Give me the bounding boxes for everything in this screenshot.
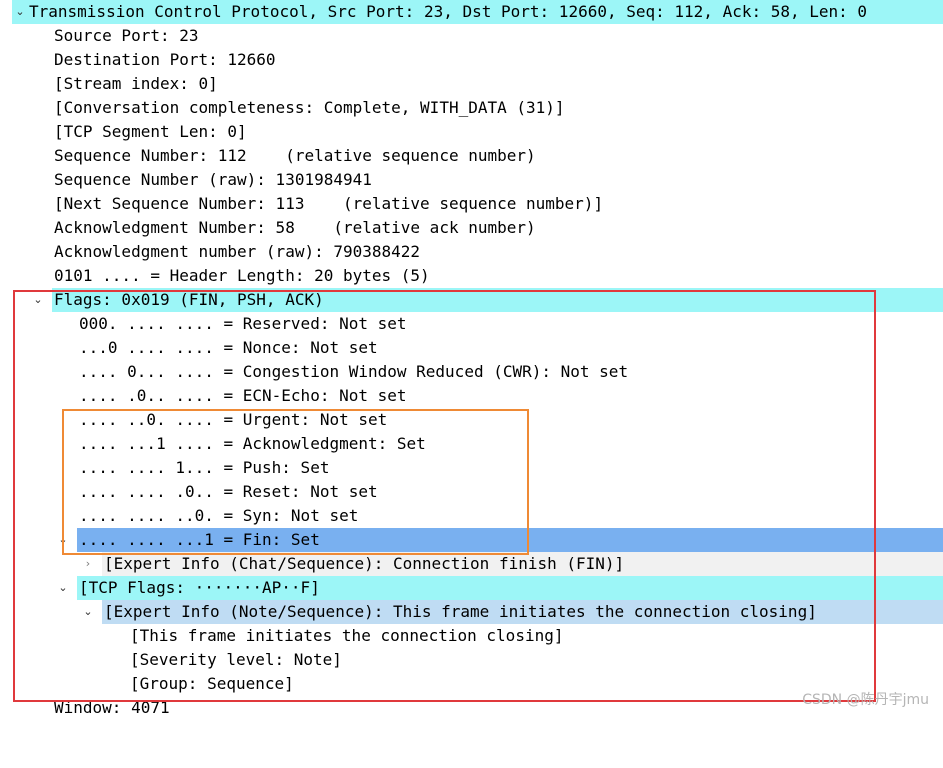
tree-label: [Next Sequence Number: 113 (relative seq… [54, 194, 604, 213]
tree-label: [Stream index: 0] [54, 74, 218, 93]
tree-row-flag-nonce[interactable]: ...0 .... .... = Nonce: Not set [0, 336, 943, 360]
tree-row-tcp-flags-string[interactable]: ⌄ [TCP Flags: ·······AP··F] [0, 576, 943, 600]
tree-row-group[interactable]: [Group: Sequence] [0, 672, 943, 696]
tree-label: .... .... .0.. = Reset: Not set [79, 482, 378, 501]
tree-label: .... ..0. .... = Urgent: Not set [79, 410, 388, 429]
tree-label: .... 0... .... = Congestion Window Reduc… [79, 362, 629, 381]
tree-label: 000. .... .... = Reserved: Not set [79, 314, 407, 333]
tree-row-next-seq[interactable]: [Next Sequence Number: 113 (relative seq… [0, 192, 943, 216]
packet-details-tree: ⌄ Transmission Control Protocol, Src Por… [0, 0, 943, 720]
tree-label: Acknowledgment number (raw): 790388422 [54, 242, 421, 261]
tree-row-flag-reset[interactable]: .... .... .0.. = Reset: Not set [0, 480, 943, 504]
tree-label: Acknowledgment Number: 58 (relative ack … [54, 218, 536, 237]
tree-row-fin-expert-info[interactable]: › [Expert Info (Chat/Sequence): Connecti… [0, 552, 943, 576]
tree-row-severity[interactable]: [Severity level: Note] [0, 648, 943, 672]
row-highlight [102, 600, 943, 624]
tree-row-flag-push[interactable]: .... .... 1... = Push: Set [0, 456, 943, 480]
tree-row-dst-port[interactable]: Destination Port: 12660 [0, 48, 943, 72]
tree-label: Destination Port: 12660 [54, 50, 276, 69]
expand-arrow-icon[interactable]: ⌄ [58, 533, 68, 546]
expand-arrow-icon[interactable]: ⌄ [15, 5, 25, 18]
tree-label: .... .... 1... = Push: Set [79, 458, 330, 477]
tree-label: [Severity level: Note] [130, 650, 342, 669]
tree-label: ...0 .... .... = Nonce: Not set [79, 338, 378, 357]
selected-row-highlight [77, 528, 943, 552]
tree-row-window[interactable]: Window: 4071 [0, 696, 943, 720]
row-highlight [12, 0, 943, 24]
tree-label: Source Port: 23 [54, 26, 199, 45]
tree-label: Transmission Control Protocol, Src Port:… [29, 2, 868, 21]
row-highlight [52, 288, 943, 312]
tree-label: Sequence Number (raw): 1301984941 [54, 170, 372, 189]
tree-row-flag-fin[interactable]: ⌄ .... .... ...1 = Fin: Set [0, 528, 943, 552]
tree-label: .... .... ...1 = Fin: Set [79, 530, 320, 549]
tree-label: Flags: 0x019 (FIN, PSH, ACK) [54, 290, 324, 309]
tree-label: .... ...1 .... = Acknowledgment: Set [79, 434, 426, 453]
tree-row-flags[interactable]: ⌄ Flags: 0x019 (FIN, PSH, ACK) [0, 288, 943, 312]
expand-arrow-icon[interactable]: ⌄ [83, 605, 93, 618]
watermark: CSDN @陈丹宇jmu [802, 692, 929, 708]
collapse-arrow-icon[interactable]: › [85, 557, 91, 570]
tree-row-tcp-header[interactable]: ⌄ Transmission Control Protocol, Src Por… [0, 0, 943, 24]
tree-label: [This frame initiates the connection clo… [130, 626, 564, 645]
tree-label: [Group: Sequence] [130, 674, 294, 693]
tree-label: Sequence Number: 112 (relative sequence … [54, 146, 536, 165]
tree-label: .... .... ..0. = Syn: Not set [79, 506, 359, 525]
tree-row-header-length[interactable]: 0101 .... = Header Length: 20 bytes (5) [0, 264, 943, 288]
expand-arrow-icon[interactable]: ⌄ [33, 293, 43, 306]
tree-row-expert-note[interactable]: ⌄ [Expert Info (Note/Sequence): This fra… [0, 600, 943, 624]
tree-row-ack[interactable]: Acknowledgment Number: 58 (relative ack … [0, 216, 943, 240]
tree-row-flag-cwr[interactable]: .... 0... .... = Congestion Window Reduc… [0, 360, 943, 384]
tree-row-expert-message[interactable]: [This frame initiates the connection clo… [0, 624, 943, 648]
tree-label: [TCP Segment Len: 0] [54, 122, 247, 141]
tree-row-flag-syn[interactable]: .... .... ..0. = Syn: Not set [0, 504, 943, 528]
tree-row-flag-reserved[interactable]: 000. .... .... = Reserved: Not set [0, 312, 943, 336]
tree-row-stream-index[interactable]: [Stream index: 0] [0, 72, 943, 96]
tree-row-flag-urgent[interactable]: .... ..0. .... = Urgent: Not set [0, 408, 943, 432]
tree-row-conversation[interactable]: [Conversation completeness: Complete, WI… [0, 96, 943, 120]
row-highlight [102, 552, 943, 576]
tree-label: .... .0.. .... = ECN-Echo: Not set [79, 386, 407, 405]
tree-label: [Expert Info (Chat/Sequence): Connection… [104, 554, 625, 573]
tree-row-src-port[interactable]: Source Port: 23 [0, 24, 943, 48]
row-highlight [77, 576, 943, 600]
expand-arrow-icon[interactable]: ⌄ [58, 581, 68, 594]
tree-row-seq-raw[interactable]: Sequence Number (raw): 1301984941 [0, 168, 943, 192]
tree-row-ack-raw[interactable]: Acknowledgment number (raw): 790388422 [0, 240, 943, 264]
tree-label: [Expert Info (Note/Sequence): This frame… [104, 602, 817, 621]
tree-row-seq[interactable]: Sequence Number: 112 (relative sequence … [0, 144, 943, 168]
tree-row-segment-len[interactable]: [TCP Segment Len: 0] [0, 120, 943, 144]
tree-label: 0101 .... = Header Length: 20 bytes (5) [54, 266, 430, 285]
tree-label: [TCP Flags: ·······AP··F] [79, 578, 320, 597]
tree-label: Window: 4071 [54, 698, 170, 717]
tree-row-flag-ecn[interactable]: .... .0.. .... = ECN-Echo: Not set [0, 384, 943, 408]
tree-row-flag-ack[interactable]: .... ...1 .... = Acknowledgment: Set [0, 432, 943, 456]
tree-label: [Conversation completeness: Complete, WI… [54, 98, 565, 117]
